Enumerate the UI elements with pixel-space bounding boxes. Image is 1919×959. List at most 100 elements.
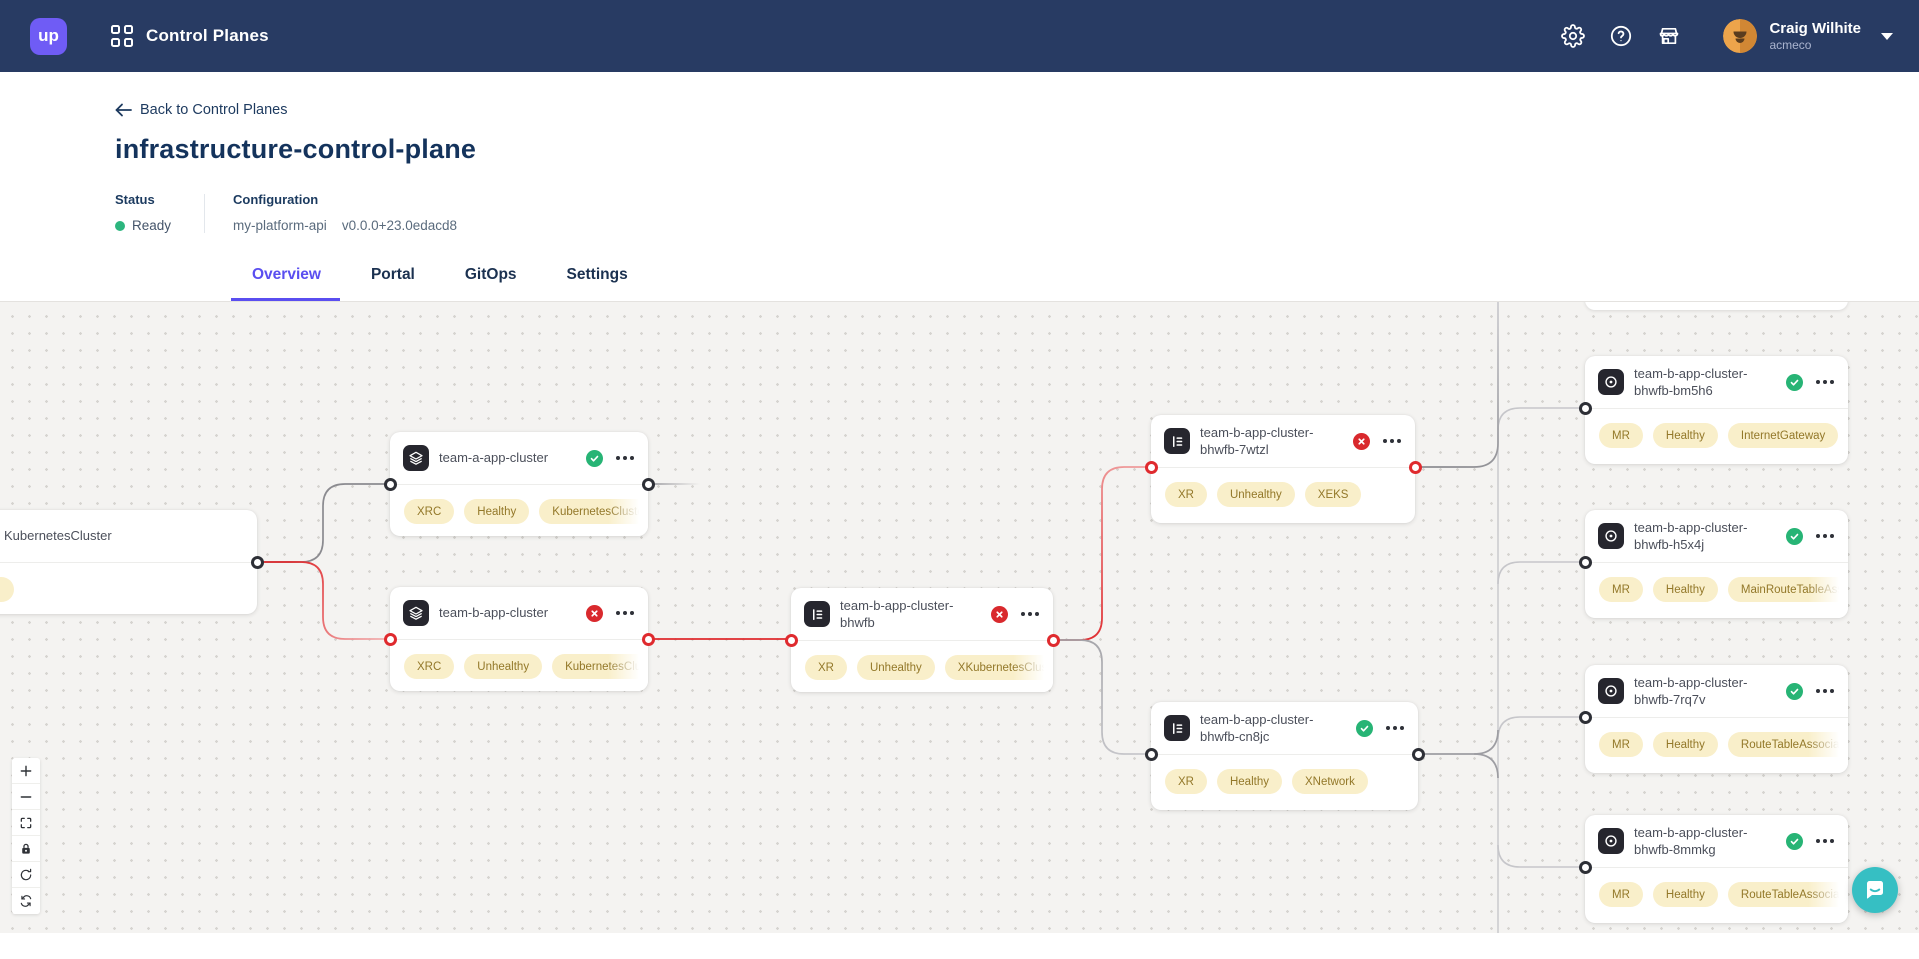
tab-portal[interactable]: Portal [370, 266, 415, 283]
badge-mr: MR [1599, 577, 1643, 602]
badge-healthy: Healthy [1652, 882, 1718, 907]
configuration-name: my-platform-api [233, 218, 327, 233]
zoom-out-button[interactable] [12, 784, 40, 810]
control-planes-grid-icon [111, 25, 133, 47]
connection-handle-right[interactable] [1408, 460, 1422, 474]
user-avatar[interactable] [1723, 19, 1758, 53]
sync-button[interactable] [12, 888, 40, 914]
connection-handle-left[interactable] [1144, 460, 1158, 474]
status-ready-dot [115, 220, 125, 231]
mr-resource-icon [1598, 828, 1624, 854]
fit-view-button[interactable] [12, 810, 40, 836]
upbound-logo[interactable]: up [30, 17, 67, 55]
connection-handle-left[interactable] [1578, 401, 1592, 415]
user-menu[interactable]: Craig Wilhite acmeco [1769, 20, 1861, 52]
node-menu-button[interactable] [1020, 608, 1040, 620]
badge-xr: XR [1165, 769, 1207, 794]
help-icon[interactable] [1609, 24, 1633, 48]
claim-resource-icon [403, 600, 429, 626]
tab-gitops[interactable]: GitOps [464, 266, 517, 283]
back-link[interactable]: Back to Control Planes [115, 102, 288, 118]
healthy-check-icon [1786, 373, 1803, 391]
settings-gear-icon[interactable] [1561, 24, 1586, 48]
node-menu-button[interactable] [615, 452, 635, 464]
connection-handle-left[interactable] [1578, 860, 1592, 874]
tab-settings[interactable]: Settings [566, 266, 628, 283]
zoom-in-button[interactable] [12, 758, 40, 784]
resource-name: team-b-app-cluster-bhwfb-7rq7v [1634, 674, 1748, 707]
connection-handle-left[interactable] [1578, 555, 1592, 569]
badge-fade-overlay [1808, 563, 1848, 618]
badge-mr: MR [1599, 423, 1643, 448]
xr-resource-icon [1164, 715, 1190, 741]
connection-handle-right[interactable] [250, 555, 264, 569]
tab-overview[interactable]: Overview [231, 266, 340, 301]
node-menu-button[interactable] [1815, 685, 1835, 697]
marketplace-store-icon[interactable] [1657, 24, 1681, 48]
badges-row: API [0, 563, 257, 602]
chat-bubble-icon [1867, 881, 1883, 899]
badge-fade-overlay [608, 485, 648, 536]
app-title: Control Planes [146, 26, 269, 45]
edge-branch-7rq7v [1497, 716, 1585, 740]
badge-healthy: Healthy [464, 499, 530, 524]
page-title: infrastructure-control-plane [115, 134, 477, 164]
badge-unhealthy: Unhealthy [856, 655, 935, 680]
edge-branch-8mmkg [1497, 844, 1585, 868]
resource-name: team-b-app-cluster-bhwfb-cn8jc [1200, 711, 1314, 744]
node-team-b-app-cluster[interactable]: team-b-app-cluster XRCUnhealthyKubernete… [383, 587, 655, 691]
partial-node-card[interactable] [1585, 302, 1848, 310]
badge-healthy: Healthy [1652, 577, 1718, 602]
badge-healthy: Healthy [1216, 769, 1282, 794]
connection-handle-right[interactable] [1046, 633, 1060, 647]
chevron-down-icon[interactable] [1881, 32, 1893, 40]
node-menu-button[interactable] [1382, 435, 1402, 447]
badge-healthy: Healthy [1652, 732, 1718, 757]
connection-handle-left[interactable] [1578, 710, 1592, 724]
badge-internetgateway: InternetGateway [1727, 423, 1839, 448]
unhealthy-x-icon [991, 605, 1008, 623]
badge-unhealthy: Unhealthy [464, 654, 543, 679]
configuration-column: Configuration my-platform-api v0.0.0+23.… [233, 192, 457, 233]
resource-name: team-b-app-cluster [439, 605, 549, 621]
resource-name: team-b-app-cluster-bhwfb [840, 597, 954, 630]
healthy-check-icon [1356, 719, 1373, 737]
connection-handle-right[interactable] [641, 477, 655, 491]
connection-handle-left[interactable] [1144, 747, 1158, 761]
edge-k8s-team-a [258, 483, 390, 563]
status-value: Ready [132, 218, 172, 233]
meta-row: Status Ready Configuration my-platform-a… [115, 192, 1919, 233]
node-menu-button[interactable] [1815, 376, 1835, 388]
badge-xr: XR [1165, 482, 1207, 507]
node-menu-button[interactable] [1815, 530, 1835, 542]
node-menu-button[interactable] [1815, 835, 1835, 847]
resource-graph-canvas[interactable]: K KubernetesCluster API team-a-app-clust… [0, 301, 1919, 933]
node-team-b-app-cluster-bhwfb-cn8jc[interactable]: team-b-app-cluster-bhwfb-cn8jc XR Healthy… [1144, 702, 1425, 810]
connection-handle-left[interactable] [383, 477, 397, 491]
lock-button[interactable] [12, 836, 40, 862]
chat-launcher-button[interactable] [1852, 867, 1898, 913]
resource-name: team-b-app-cluster-bhwfb-7wtzl [1200, 424, 1314, 457]
rotate-button[interactable] [12, 862, 40, 888]
node-kubernetescluster[interactable]: K KubernetesCluster API [0, 510, 264, 614]
connection-handle-right[interactable] [641, 632, 655, 646]
badge-xr: XR [805, 655, 847, 680]
node-menu-button[interactable] [615, 607, 635, 619]
node-menu-button[interactable] [1385, 722, 1405, 734]
connection-handle-left[interactable] [784, 633, 798, 647]
edge-bhwfb-7wtzl [1053, 466, 1151, 641]
mr-resource-icon [1598, 523, 1624, 549]
page-header: Back to Control Planes infrastructure-co… [0, 72, 1919, 301]
healthy-check-icon [1786, 527, 1803, 545]
connection-handle-right[interactable] [1411, 747, 1425, 761]
connection-handle-left[interactable] [383, 632, 397, 646]
edge-cn8jc-down [1473, 753, 1499, 779]
badge-fade-overlay [1808, 718, 1848, 773]
